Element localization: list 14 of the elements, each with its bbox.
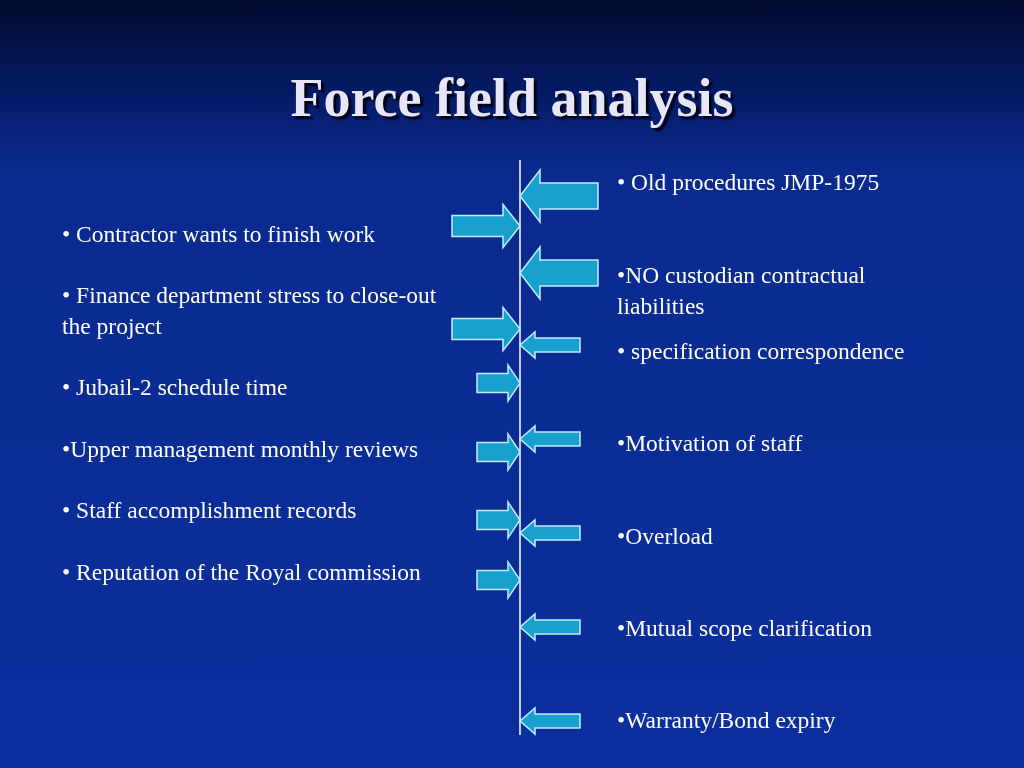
bullet-text: •Warranty/Bond expiry	[617, 706, 837, 735]
bullet-text: •NO custodian contractual liabilities	[617, 261, 867, 321]
bullet-text: •Overload	[617, 522, 714, 551]
bullet-text: • Contractor wants to finish work	[62, 220, 377, 249]
bullet-text: • Reputation of the Royal commission	[62, 558, 422, 587]
bullet-text: •Upper management monthly reviews	[62, 435, 420, 464]
bullet-text: • Staff accomplishment records	[62, 496, 358, 525]
slide-title: Force field analysis	[289, 67, 735, 130]
bullet-text: • specification correspondence	[617, 337, 906, 366]
bullet-text: •Motivation of staff	[617, 429, 804, 458]
bullet-text: •Mutual scope clarification	[617, 614, 873, 643]
bullet-text: • Jubail-2 schedule time	[62, 373, 289, 402]
bullet-text: • Finance department stress to close-out the project	[62, 281, 438, 341]
bullet-text: • Old procedures JMP-1975	[617, 168, 881, 197]
